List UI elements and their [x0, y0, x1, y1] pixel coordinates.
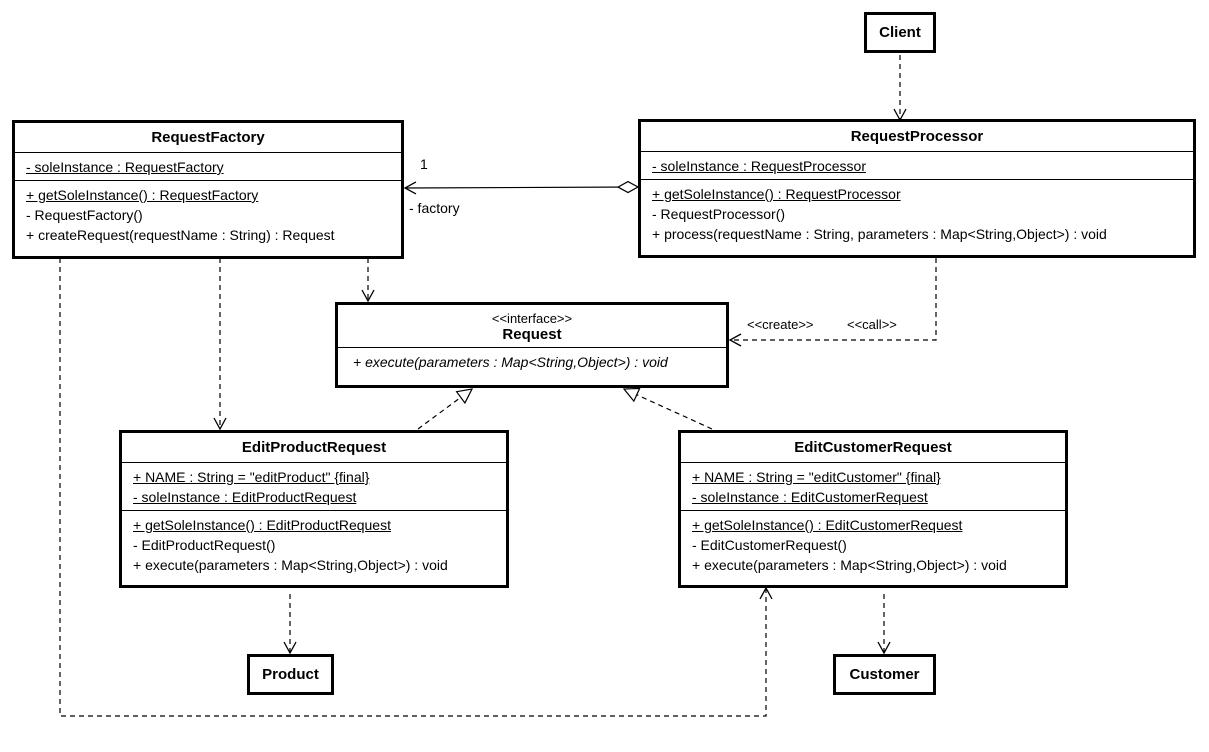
request-interface-name: Request: [502, 326, 562, 343]
request-factory-name: RequestFactory: [151, 129, 265, 146]
operation: + getSoleInstance() : RequestFactory: [26, 187, 259, 203]
editproduct-realizes-request: [417, 388, 474, 430]
processor-to-request-dependency: [728, 258, 937, 347]
operation: - RequestFactory(): [26, 207, 143, 223]
editcustomer-realizes-request: [622, 387, 713, 430]
operation: + getSoleInstance() : EditProductRequest: [133, 517, 391, 533]
operation: + createRequest(requestName : String) : …: [26, 227, 335, 243]
request-processor-class[interactable]: RequestProcessor - soleInstance : Reques…: [638, 119, 1196, 258]
customer-class[interactable]: Customer: [833, 654, 936, 695]
product-class-name: Product: [262, 666, 319, 683]
edit-product-request-operations: + getSoleInstance() : EditProductRequest…: [122, 510, 506, 578]
multiplicity-label: 1: [420, 156, 428, 172]
edit-customer-request-attributes: + NAME : String = "editCustomer" {final}…: [681, 462, 1065, 510]
attribute: - soleInstance : RequestFactory: [26, 159, 224, 175]
edit-product-request-class[interactable]: EditProductRequest + NAME : String = "ed…: [119, 430, 509, 588]
request-processor-attributes: - soleInstance : RequestProcessor: [641, 151, 1193, 179]
request-processor-operations: + getSoleInstance() : RequestProcessor -…: [641, 179, 1193, 247]
operation: + execute(parameters : Map<String,Object…: [692, 557, 1007, 573]
create-stereotype-label: <<create>>: [747, 317, 814, 332]
attribute: + NAME : String = "editCustomer" {final}: [692, 469, 941, 485]
role-label: - factory: [409, 200, 460, 216]
factory-aggregation: [405, 187, 638, 188]
edit-product-request-name: EditProductRequest: [241, 439, 387, 456]
client-class[interactable]: Client: [864, 12, 936, 53]
operation: + process(requestName : String, paramete…: [652, 226, 1107, 242]
edit-customer-request-operations: + getSoleInstance() : EditCustomerReques…: [681, 510, 1065, 578]
client-class-name: Client: [879, 24, 921, 41]
attribute: - soleInstance : EditCustomerRequest: [692, 489, 928, 505]
attribute: - soleInstance : RequestProcessor: [652, 158, 866, 174]
customer-class-name: Customer: [849, 666, 920, 683]
operation: - EditCustomerRequest(): [692, 537, 847, 553]
factory-to-editcustomer-dependency: [59, 258, 773, 717]
request-interface[interactable]: <<interface>> Request + execute(paramete…: [335, 302, 729, 388]
operation: + getSoleInstance() : EditCustomerReques…: [692, 517, 963, 533]
edit-customer-request-name: EditCustomerRequest: [794, 439, 952, 456]
request-processor-name: RequestProcessor: [850, 128, 984, 145]
operation: + getSoleInstance() : RequestProcessor: [652, 186, 901, 202]
product-class[interactable]: Product: [247, 654, 334, 695]
operation: - RequestProcessor(): [652, 206, 786, 222]
request-factory-attributes: - soleInstance : RequestFactory: [15, 152, 401, 180]
request-factory-operations: + getSoleInstance() : RequestFactory - R…: [15, 180, 401, 248]
edit-customer-request-class[interactable]: EditCustomerRequest + NAME : String = "e…: [678, 430, 1068, 588]
request-interface-operations: + execute(parameters : Map<String,Object…: [338, 347, 726, 375]
interface-stereotype: <<interface>>: [491, 311, 573, 326]
attribute: - soleInstance : EditProductRequest: [133, 489, 357, 505]
operation: + execute(parameters : Map<String,Object…: [353, 354, 668, 370]
operation: + execute(parameters : Map<String,Object…: [133, 557, 448, 573]
attribute: + NAME : String = "editProduct" {final}: [133, 469, 370, 485]
operation: - EditProductRequest(): [133, 537, 276, 553]
edit-product-request-attributes: + NAME : String = "editProduct" {final} …: [122, 462, 506, 510]
call-stereotype-label: <<call>>: [847, 317, 897, 332]
request-factory-class[interactable]: RequestFactory - soleInstance : RequestF…: [12, 120, 404, 259]
